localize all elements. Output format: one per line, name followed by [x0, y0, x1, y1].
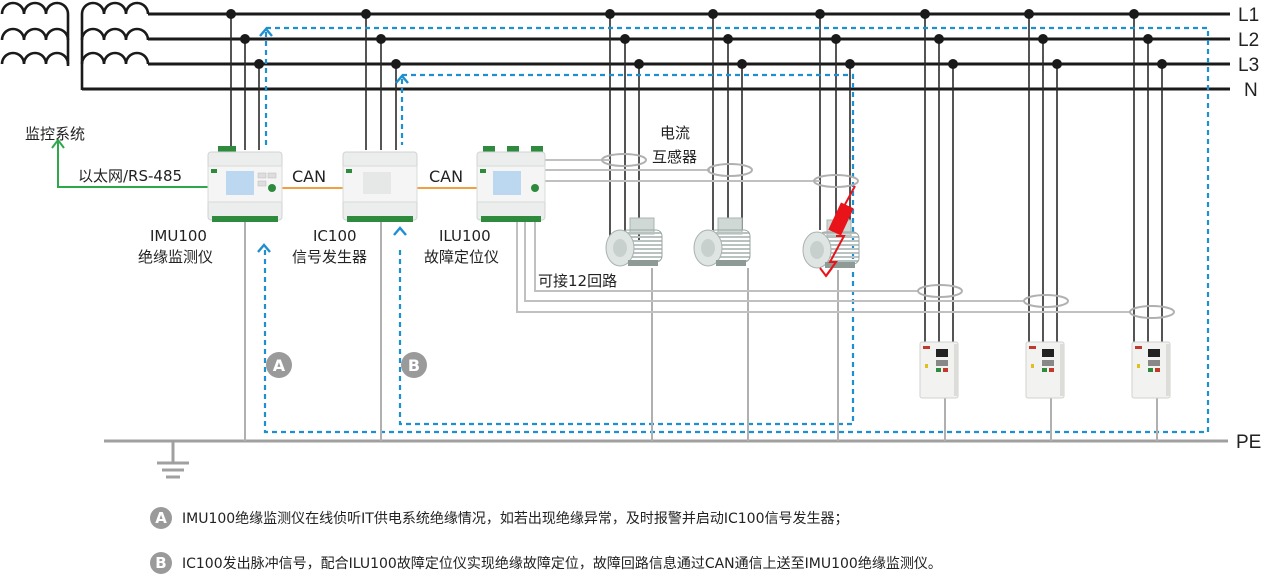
junction-dots	[226, 9, 1167, 69]
junction-dot	[831, 34, 841, 44]
pe-connections	[244, 222, 1158, 441]
ic100-device[interactable]	[342, 151, 418, 222]
ethernet-link	[51, 138, 208, 188]
inverter-icon	[1025, 341, 1065, 399]
ethernet-link-label: 以太网/RS-485	[78, 167, 182, 185]
svg-text:B: B	[408, 356, 420, 375]
signal-path-a	[263, 26, 1210, 434]
ic100-model-label: IC100	[313, 227, 357, 245]
motors	[605, 217, 860, 269]
legend-text-b: IC100发出脉冲信号，配合ILU100故障定位仪实现绝缘故障定位，故障回路信息…	[182, 556, 942, 572]
ct-ring	[1023, 294, 1069, 308]
ct-signal-lines	[516, 159, 1130, 313]
ilu100-device[interactable]	[476, 146, 546, 222]
junction-dot	[920, 9, 930, 19]
ground-icon	[157, 441, 189, 479]
arrow-up-icon	[259, 27, 273, 37]
junction-dot	[708, 9, 718, 19]
fault-indicator-icon	[819, 185, 856, 278]
inverters	[919, 341, 1171, 399]
secondary-winding	[80, 1, 150, 90]
bus-l2-label: L2	[1238, 30, 1259, 51]
ct-ring	[707, 163, 753, 177]
imu100-device[interactable]	[207, 146, 283, 222]
bus-bars	[82, 12, 1230, 91]
phase-drops	[230, 14, 1163, 348]
junction-dot	[948, 59, 958, 69]
legend-marker-a: A	[150, 507, 172, 529]
arrow-up-icon	[395, 74, 409, 84]
junction-dot	[391, 59, 401, 69]
arrow-up-icon	[393, 226, 407, 236]
junction-dot	[845, 59, 855, 69]
current-transformers	[601, 153, 1175, 319]
legend-item-b: B IC100发出脉冲信号，配合ILU100故障定位仪实现绝缘故障定位，故障回路…	[150, 552, 942, 574]
junction-dot	[361, 9, 371, 19]
can-label-1: CAN	[292, 167, 326, 186]
ct-ring	[601, 153, 647, 167]
junction-dot	[737, 59, 747, 69]
lcd-screen	[226, 171, 254, 195]
imu100-name-label: 绝缘监测仪	[138, 248, 213, 266]
junction-dot	[240, 34, 250, 44]
ic100-name-label: 信号发生器	[292, 248, 367, 266]
junction-dot	[723, 34, 733, 44]
motor-icon	[605, 217, 663, 267]
junction-dot	[605, 9, 615, 19]
inverter-icon	[919, 341, 959, 399]
marker-b: B	[401, 352, 427, 378]
junction-dot	[1052, 59, 1062, 69]
arrow-up-icon	[257, 243, 271, 253]
inverter-icon	[1131, 341, 1171, 399]
junction-dot	[1038, 34, 1048, 44]
bus-pe-label: PE	[1236, 432, 1261, 453]
motor-icon	[693, 217, 751, 267]
transformer-icon	[0, 1, 150, 90]
junction-dot	[1143, 34, 1153, 44]
junction-dot	[1024, 9, 1034, 19]
svg-text:A: A	[273, 356, 286, 375]
legend-item-a: A IMU100绝缘监测仪在线侦听IT供电系统绝缘情况，如若出现绝缘异常，及时报…	[150, 507, 848, 529]
ct-ring	[813, 174, 859, 188]
junction-dot	[1129, 9, 1139, 19]
junction-dot	[934, 34, 944, 44]
ilu100-name-label: 故障定位仪	[424, 248, 499, 266]
legend-marker-b: B	[150, 552, 172, 574]
primary-winding	[0, 1, 70, 66]
ct-ring	[917, 284, 963, 298]
junction-dot	[226, 9, 236, 19]
junction-dot	[634, 59, 644, 69]
loops-label: 可接12回路	[538, 272, 617, 290]
junction-dot	[254, 59, 264, 69]
junction-dot	[1157, 59, 1167, 69]
ct-label-line1: 电流	[660, 124, 690, 142]
bus-l1-label: L1	[1238, 5, 1259, 26]
legend-text-a: IMU100绝缘监测仪在线侦听IT供电系统绝缘情况，如若出现绝缘异常，及时报警并…	[182, 511, 849, 527]
lcd-screen	[493, 171, 521, 195]
imu100-model-label: IMU100	[150, 227, 207, 245]
bus-n-label: N	[1244, 80, 1258, 101]
ilu100-model-label: ILU100	[439, 227, 491, 245]
marker-a: A	[266, 352, 292, 378]
junction-dot	[815, 9, 825, 19]
can-label-2: CAN	[429, 167, 463, 186]
signal-arrows	[257, 27, 409, 253]
ct-ring	[1129, 305, 1175, 319]
ct-label-line2: 互感器	[652, 148, 697, 166]
junction-dot	[376, 34, 386, 44]
bus-l3-label: L3	[1238, 55, 1259, 76]
monitoring-system-label: 监控系统	[25, 125, 85, 143]
junction-dot	[620, 34, 630, 44]
